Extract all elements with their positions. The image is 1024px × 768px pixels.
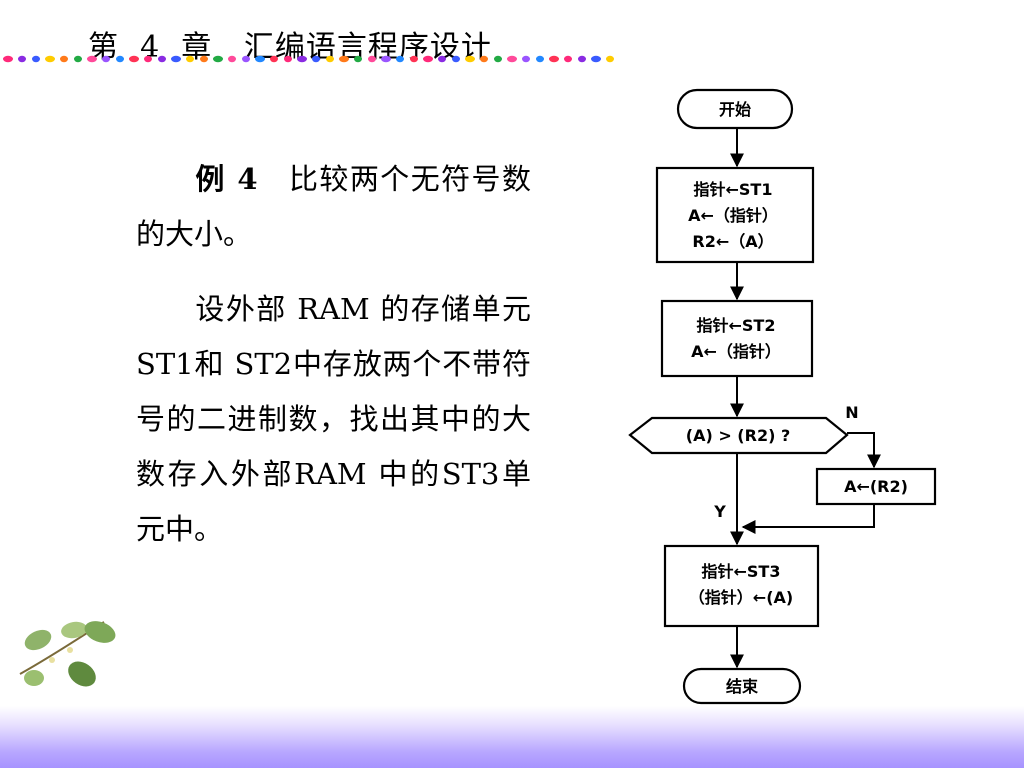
flowchart: 开始 指针←ST1 A←（指针） R2←（A） 指针←ST2 A←（指针） (A… xyxy=(628,88,937,705)
box3-line1: 指针←ST3 xyxy=(702,562,781,581)
example-label: 例 4 xyxy=(194,162,258,196)
divider-dot xyxy=(45,55,55,63)
decision-diamond xyxy=(628,416,849,455)
divider-dot xyxy=(200,55,208,63)
divider-dot xyxy=(354,55,362,63)
divider-dot xyxy=(116,55,124,63)
divider-dot xyxy=(312,55,320,63)
end-terminal xyxy=(682,667,802,705)
divider-dot xyxy=(339,55,349,63)
divider-dot xyxy=(494,55,502,63)
divider-dot xyxy=(438,55,446,63)
divider-dot xyxy=(270,55,278,63)
divider-dot xyxy=(32,55,40,63)
process-box-3 xyxy=(663,544,820,628)
arrow-decision-side xyxy=(847,432,881,469)
divider-dot xyxy=(242,55,250,63)
start-terminal xyxy=(676,88,794,130)
divider-dot xyxy=(452,55,460,63)
divider-dot xyxy=(480,55,488,63)
divider-dot xyxy=(228,55,236,63)
box2-line1: 指针←ST2 xyxy=(697,316,776,335)
divider-dot xyxy=(60,55,68,63)
divider-dot xyxy=(3,55,13,63)
divider-dot xyxy=(536,55,544,63)
yes-label: Y xyxy=(713,502,726,521)
side-box-label: A←(R2) xyxy=(844,477,908,496)
description-paragraph: 设外部 RAM 的存储单元 ST1和 ST2中存放两个不带符号的二进制数，找出其… xyxy=(136,282,531,557)
divider-dot xyxy=(564,55,572,63)
divider-dot xyxy=(255,55,265,63)
title-dot-divider xyxy=(3,55,614,63)
end-label: 结束 xyxy=(725,677,759,696)
box3-line2: （指针）←(A) xyxy=(689,588,793,607)
example-text: 比较两个无符号数的大小。 xyxy=(136,162,531,251)
divider-dot xyxy=(381,55,391,63)
divider-dot xyxy=(410,55,418,63)
divider-dot xyxy=(591,55,601,63)
box1-line2: A←（指针） xyxy=(688,206,778,225)
divider-dot xyxy=(396,55,404,63)
side-process-box xyxy=(815,467,937,506)
process-box-2 xyxy=(660,299,814,378)
divider-dot xyxy=(606,55,614,63)
divider-dot xyxy=(171,55,181,63)
arrow-side-merge xyxy=(741,504,875,534)
process-box-1 xyxy=(655,166,815,264)
description-text: 设外部 RAM 的存储单元 ST1和 ST2中存放两个不带符号的二进制数，找出其… xyxy=(136,292,531,546)
divider-dot xyxy=(522,55,530,63)
no-label: N xyxy=(845,403,858,422)
decision-label: (A) > (R2) ? xyxy=(686,426,790,445)
divider-dot xyxy=(368,55,376,63)
divider-dot xyxy=(186,55,194,63)
divider-dot xyxy=(144,55,152,63)
leaf-decoration-icon xyxy=(19,621,116,687)
divider-dot xyxy=(74,55,82,63)
divider-dot xyxy=(549,55,559,63)
divider-dot xyxy=(102,55,110,63)
box1-line3: R2←（A） xyxy=(692,232,773,251)
divider-dot xyxy=(87,55,97,63)
divider-dot xyxy=(284,55,292,63)
start-label: 开始 xyxy=(719,100,751,119)
divider-dot xyxy=(423,55,433,63)
divider-dot xyxy=(578,55,586,63)
divider-dot xyxy=(129,55,139,63)
box1-line1: 指针←ST1 xyxy=(694,180,773,199)
divider-dot xyxy=(507,55,517,63)
divider-dot xyxy=(158,55,166,63)
divider-dot xyxy=(326,55,334,63)
bottom-gradient-band xyxy=(0,706,1024,768)
divider-dot xyxy=(18,55,26,63)
divider-dot xyxy=(213,55,223,63)
divider-dot xyxy=(465,55,475,63)
box2-line2: A←（指针） xyxy=(691,342,781,361)
divider-dot xyxy=(297,55,307,63)
